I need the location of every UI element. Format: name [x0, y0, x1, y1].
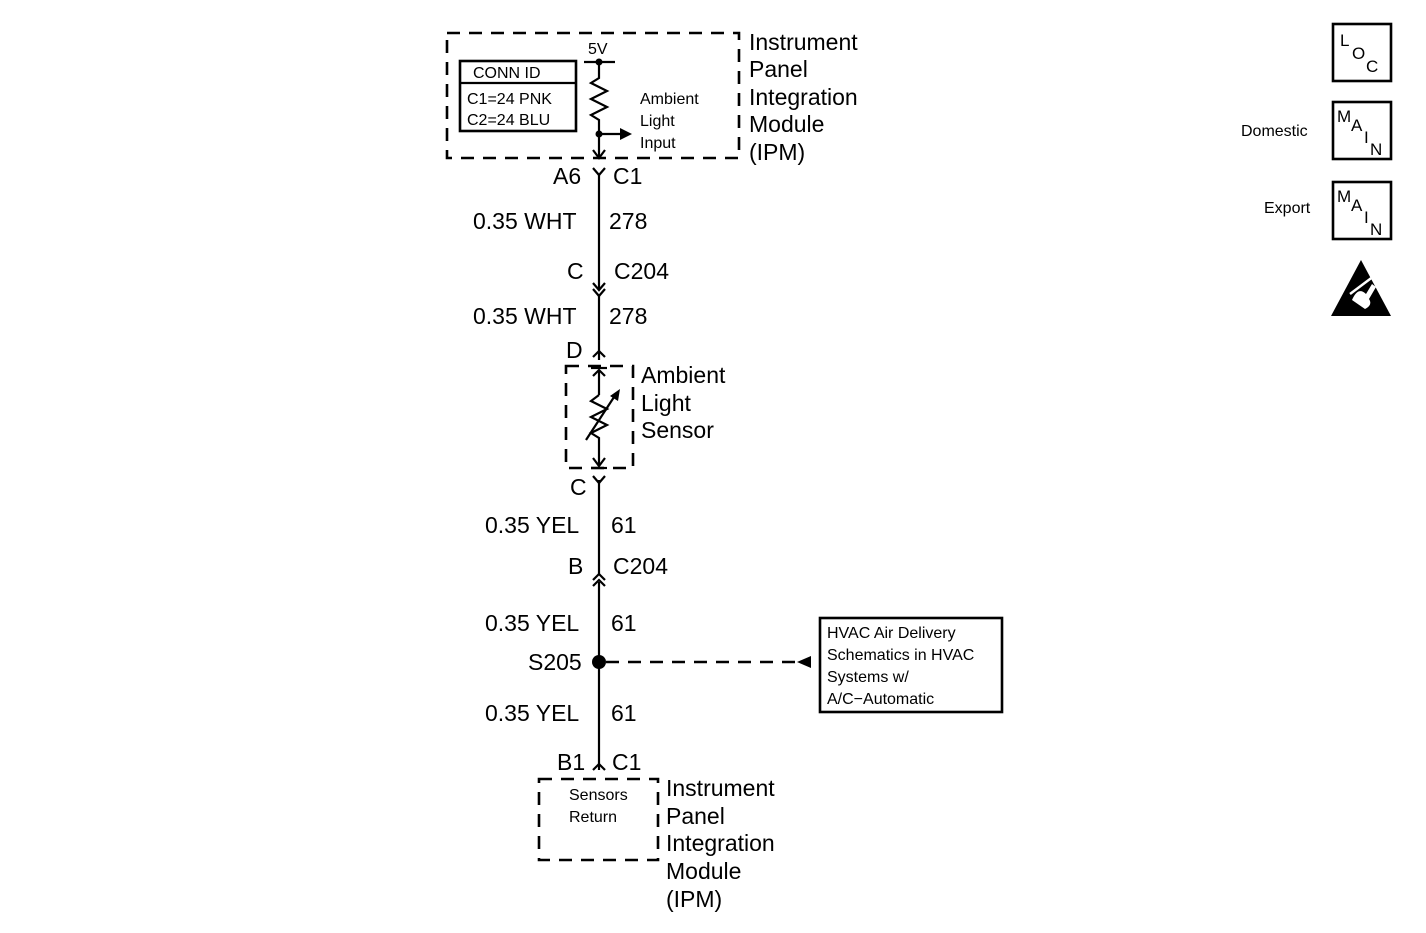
ipm-bottom-function-line: Sensors	[569, 787, 628, 804]
conn-id-row: C2=24 BLU	[467, 112, 550, 129]
main-letter: N	[1370, 140, 1382, 159]
wire-circuit-number: 61	[611, 610, 637, 636]
reference-line: HVAC Air Delivery	[827, 625, 956, 642]
wire-gauge-color: 0.35 WHT	[473, 208, 577, 234]
ipm-top-box	[445, 31, 741, 160]
conn-id-row: C1=24 PNK	[467, 91, 552, 108]
conn-id-box	[458, 59, 578, 133]
connector-label: C1	[613, 163, 642, 189]
loc-letter: L	[1340, 31, 1349, 50]
loc-letter: C	[1366, 57, 1378, 76]
main-letter: M	[1337, 187, 1351, 206]
reference-line: Schematics in HVAC	[827, 647, 974, 664]
connector-symbol	[592, 167, 606, 177]
main-letter: M	[1337, 107, 1351, 126]
connector-label: C204	[613, 553, 668, 579]
connector-symbol	[592, 475, 606, 485]
reference-box[interactable]	[818, 616, 1004, 714]
pin-label: C	[567, 258, 584, 284]
main-letter: A	[1351, 196, 1363, 215]
wire-circuit-number: 278	[609, 303, 647, 329]
ipm-bottom-name-line: (IPM)	[666, 886, 722, 912]
main-letter: I	[1364, 128, 1369, 147]
ipm-top-name-line: (IPM)	[749, 139, 805, 165]
connector-label: C1	[612, 749, 641, 775]
input-arrow-icon	[620, 128, 632, 140]
ipm-bottom-name-line: Panel	[666, 803, 725, 829]
input-label-line: Input	[640, 135, 676, 152]
esd-sensitive-icon	[1331, 260, 1391, 316]
wire-circuit-number: 61	[611, 700, 637, 726]
connector-symbol	[592, 349, 606, 358]
wire-gauge-color: 0.35 YEL	[485, 512, 579, 538]
reference-arrow-icon	[797, 656, 811, 668]
ipm-top-name-line: Instrument	[749, 29, 858, 55]
ipm-top-name-line: Integration	[749, 84, 858, 110]
connector-label: C204	[614, 258, 669, 284]
connector-symbol	[592, 762, 606, 771]
wire-circuit-number: 61	[611, 512, 637, 538]
main-letter: I	[1364, 208, 1369, 227]
domestic-main-button[interactable]: M A I N	[1331, 100, 1393, 161]
export-label: Export	[1264, 200, 1311, 217]
domestic-label: Domestic	[1241, 123, 1308, 140]
ipm-top-name-line: Module	[749, 111, 824, 137]
main-letter: A	[1351, 116, 1363, 135]
pin-label: A6	[553, 163, 581, 189]
splice-label: S205	[528, 649, 582, 675]
ipm-bottom-box	[537, 777, 660, 862]
conn-id-title: CONN ID	[473, 65, 541, 82]
reference-line: Systems w/	[827, 669, 909, 686]
main-letter: N	[1370, 220, 1382, 239]
ipm-bottom-function-line: Return	[569, 809, 617, 826]
ipm-top-name-line: Panel	[749, 56, 808, 82]
sensor-name-line: Ambient	[641, 362, 726, 388]
connector-symbol	[592, 282, 606, 292]
input-label-line: Ambient	[640, 91, 699, 108]
pullup-resistor	[588, 62, 610, 158]
sensor-name-line: Light	[641, 390, 691, 416]
pin-label: D	[566, 337, 583, 363]
ipm-bottom-name-line: Integration	[666, 830, 775, 856]
wire-gauge-color: 0.35 YEL	[485, 610, 579, 636]
wire-gauge-color: 0.35 WHT	[473, 303, 577, 329]
pin-label: B	[568, 553, 583, 579]
export-main-button[interactable]: M A I N	[1331, 180, 1393, 241]
reference-line: A/C−Automatic	[827, 691, 934, 708]
wire-gauge-color: 0.35 YEL	[485, 700, 579, 726]
connector-symbol	[592, 572, 606, 581]
ipm-bottom-name-line: Module	[666, 858, 741, 884]
input-label-line: Light	[640, 113, 675, 130]
pin-label: B1	[557, 749, 585, 775]
ipm-bottom-name-line: Instrument	[666, 775, 775, 801]
sensor-name-line: Sensor	[641, 417, 714, 443]
loc-button[interactable]: L O C	[1331, 22, 1393, 83]
voltage-label: 5V	[588, 41, 608, 58]
splice-dot	[592, 655, 606, 669]
loc-letter: O	[1352, 44, 1365, 63]
pin-label: C	[570, 474, 587, 500]
wire-circuit-number: 278	[609, 208, 647, 234]
